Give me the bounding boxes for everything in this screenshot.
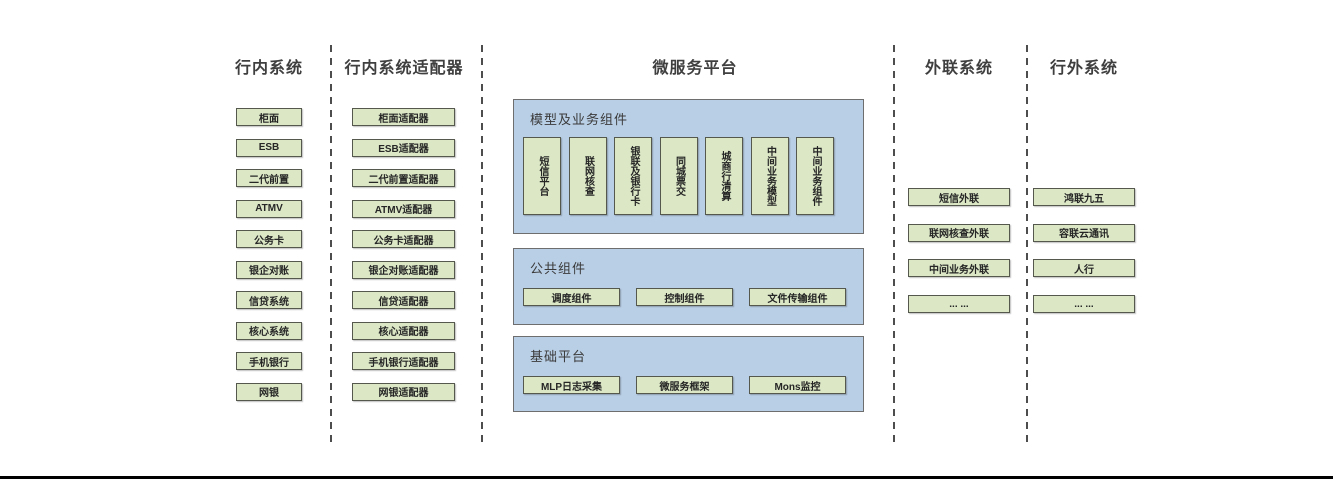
- column-separator-1: [330, 45, 332, 445]
- base-platform-box: MLP日志采集: [523, 376, 620, 394]
- model-component-box: 同城票交: [659, 137, 698, 215]
- model-component-box: 银联及银行卡: [614, 137, 652, 215]
- internal-adapter-box: 核心适配器: [352, 321, 455, 340]
- common-component-box: 调度组件: [523, 288, 620, 306]
- internal-system-box: 信贷系统: [236, 291, 302, 309]
- external-link-box: 中间业务外联: [908, 259, 1010, 278]
- header-internal-adapters: 行内系统适配器: [344, 60, 464, 77]
- common-components-items: 调度组件控制组件文件传输组件: [523, 288, 846, 306]
- outside-systems-column: 鸿联九五容联云通讯人行 ... ...: [1033, 188, 1135, 314]
- internal-adapter-box: 银企对账适配器: [352, 260, 455, 279]
- internal-adapter-box: 手机银行适配器: [352, 352, 455, 370]
- internal-adapter-box: ESB适配器: [352, 138, 455, 157]
- column-separator-3: [893, 45, 895, 445]
- base-platform-box: Mons监控: [749, 376, 846, 394]
- internal-adapter-box: 二代前置适配器: [352, 169, 455, 187]
- internal-system-box: ATMV: [236, 199, 302, 218]
- outside-system-box: 容联云通讯: [1033, 223, 1135, 242]
- internal-system-box: 柜面: [236, 108, 302, 126]
- model-component-box: 中间业务组件: [796, 137, 834, 215]
- outside-system-box: 鸿联九五: [1033, 188, 1135, 206]
- internal-system-box: 二代前置: [236, 169, 302, 187]
- model-component-box: 短信平台: [523, 137, 561, 215]
- base-platform-panel: 基础平台 MLP日志采集微服务框架 Mons监控: [513, 336, 864, 412]
- internal-adapters-column: 柜面适配器 ESB适配器二代前置适配器 ATMV适配器公务卡适配器银企对账适配器信贷…: [352, 108, 455, 401]
- common-component-box: 文件传输组件: [749, 288, 846, 306]
- panel-label: 模型及业务组件: [530, 112, 629, 127]
- panel-label: 基础平台: [530, 349, 587, 364]
- external-link-systems-column: 短信外联联网核查外联中间业务外联 ... ...: [908, 188, 1010, 314]
- internal-adapter-box: ATMV适配器: [352, 199, 455, 218]
- external-link-box: 联网核查外联: [908, 223, 1010, 242]
- model-component-box: 联网核查: [568, 137, 607, 215]
- external-link-box: 短信外联: [908, 188, 1010, 206]
- bottom-divider-line: [0, 476, 1333, 479]
- panel-label: 公共组件: [530, 261, 587, 276]
- outside-system-box: 人行: [1033, 259, 1135, 278]
- internal-adapter-box: 网银适配器: [352, 382, 455, 401]
- outside-system-box: ... ...: [1033, 295, 1135, 314]
- internal-system-box: ESB: [236, 138, 302, 157]
- header-internal-systems: 行内系统: [234, 60, 303, 77]
- external-link-box: ... ...: [908, 295, 1010, 314]
- internal-adapter-box: 信贷适配器: [352, 291, 455, 309]
- column-separator-4: [1026, 45, 1028, 445]
- model-component-box: 城商行清算: [705, 137, 743, 215]
- internal-system-box: 核心系统: [236, 321, 302, 340]
- internal-adapter-box: 柜面适配器: [352, 108, 455, 126]
- internal-system-box: 公务卡: [236, 230, 302, 248]
- common-components-panel: 公共组件 调度组件控制组件文件传输组件: [513, 248, 864, 325]
- internal-system-box: 网银: [236, 382, 302, 401]
- common-component-box: 控制组件: [636, 288, 733, 306]
- internal-systems-column: 柜面 ESB 二代前置 ATMV 公务卡银企对账信贷系统核心系统手机银行网银: [236, 108, 302, 401]
- model-component-box: 中间业务模型: [750, 137, 789, 215]
- base-platform-items: MLP日志采集微服务框架 Mons监控: [523, 376, 846, 394]
- header-outside-systems: 行外系统: [1049, 60, 1118, 77]
- header-external-link-systems: 外联系统: [924, 60, 993, 77]
- internal-system-box: 银企对账: [236, 260, 302, 279]
- internal-adapter-box: 公务卡适配器: [352, 230, 455, 248]
- header-microservice-platform: 微服务平台: [652, 60, 738, 77]
- base-platform-box: 微服务框架: [636, 376, 733, 394]
- model-business-components-items: 短信平台联网核查银联及银行卡同城票交城商行清算中间业务模型中间业务组件: [523, 137, 834, 215]
- model-business-components-panel: 模型及业务组件 短信平台联网核查银联及银行卡同城票交城商行清算中间业务模型中间业…: [513, 99, 864, 234]
- column-separator-2: [481, 45, 483, 445]
- internal-system-box: 手机银行: [236, 352, 302, 370]
